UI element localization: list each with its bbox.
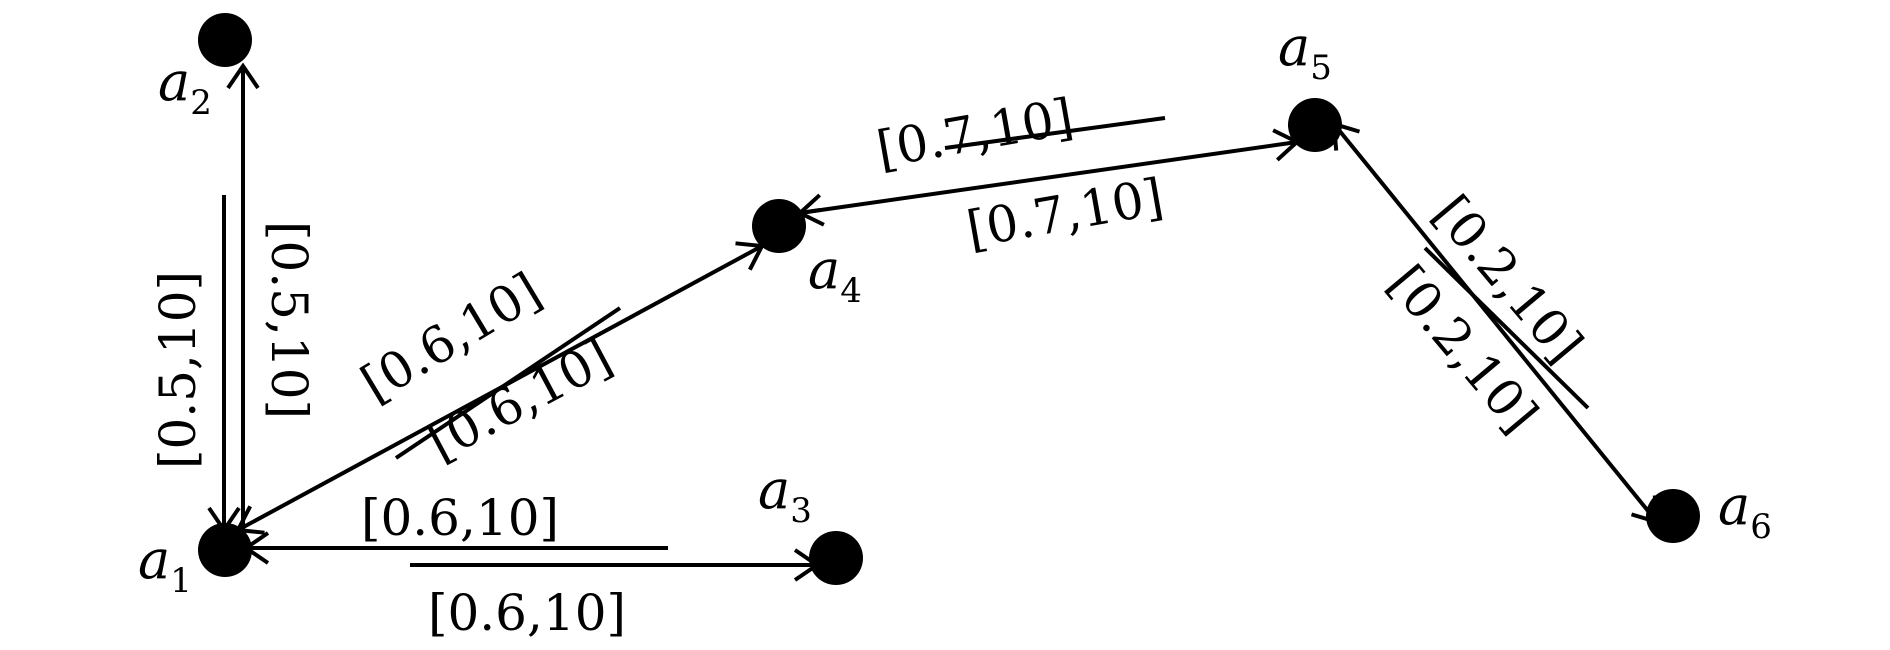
edge-a5-to-a4-line xyxy=(944,116,1166,150)
node-a5 xyxy=(1288,98,1342,152)
node-label-a4: a4 xyxy=(808,238,862,311)
edge-a4-to-a1-line xyxy=(394,306,622,460)
node-a3 xyxy=(809,531,863,585)
edge-label-a5-a4: [0.7,10] xyxy=(872,88,1077,180)
arrowhead xyxy=(226,62,260,90)
node-label-a2: a2 xyxy=(158,50,212,123)
node-a6 xyxy=(1646,489,1700,543)
node-a1 xyxy=(198,523,252,577)
edge-label-a2-a1: [0.5,10] xyxy=(149,271,207,469)
node-label-a3: a3 xyxy=(758,458,812,531)
node-label-a1: a1 xyxy=(138,528,192,601)
edge-label-a3-a1: [0.6,10] xyxy=(361,489,559,547)
node-a4 xyxy=(752,199,806,253)
nodes-layer xyxy=(198,13,1700,585)
edge-label-a1-a2: [0.5,10] xyxy=(260,221,318,419)
edge-a2-to-a1-line xyxy=(207,402,241,534)
edge-label-a1-a3: [0.6,10] xyxy=(428,584,626,642)
node-label-a5: a5 xyxy=(1278,15,1332,88)
edge-a1-to-a2-line xyxy=(226,62,260,548)
edge-a1-to-a3-line xyxy=(410,548,821,582)
node-label-a6: a6 xyxy=(1718,474,1772,547)
edge-label-a4-a5: [0.7,10] xyxy=(962,168,1167,260)
edge-a5-to-a6-line xyxy=(1332,122,1660,525)
node-a2 xyxy=(198,13,252,67)
edge-a6-to-a5-line xyxy=(1423,246,1590,410)
